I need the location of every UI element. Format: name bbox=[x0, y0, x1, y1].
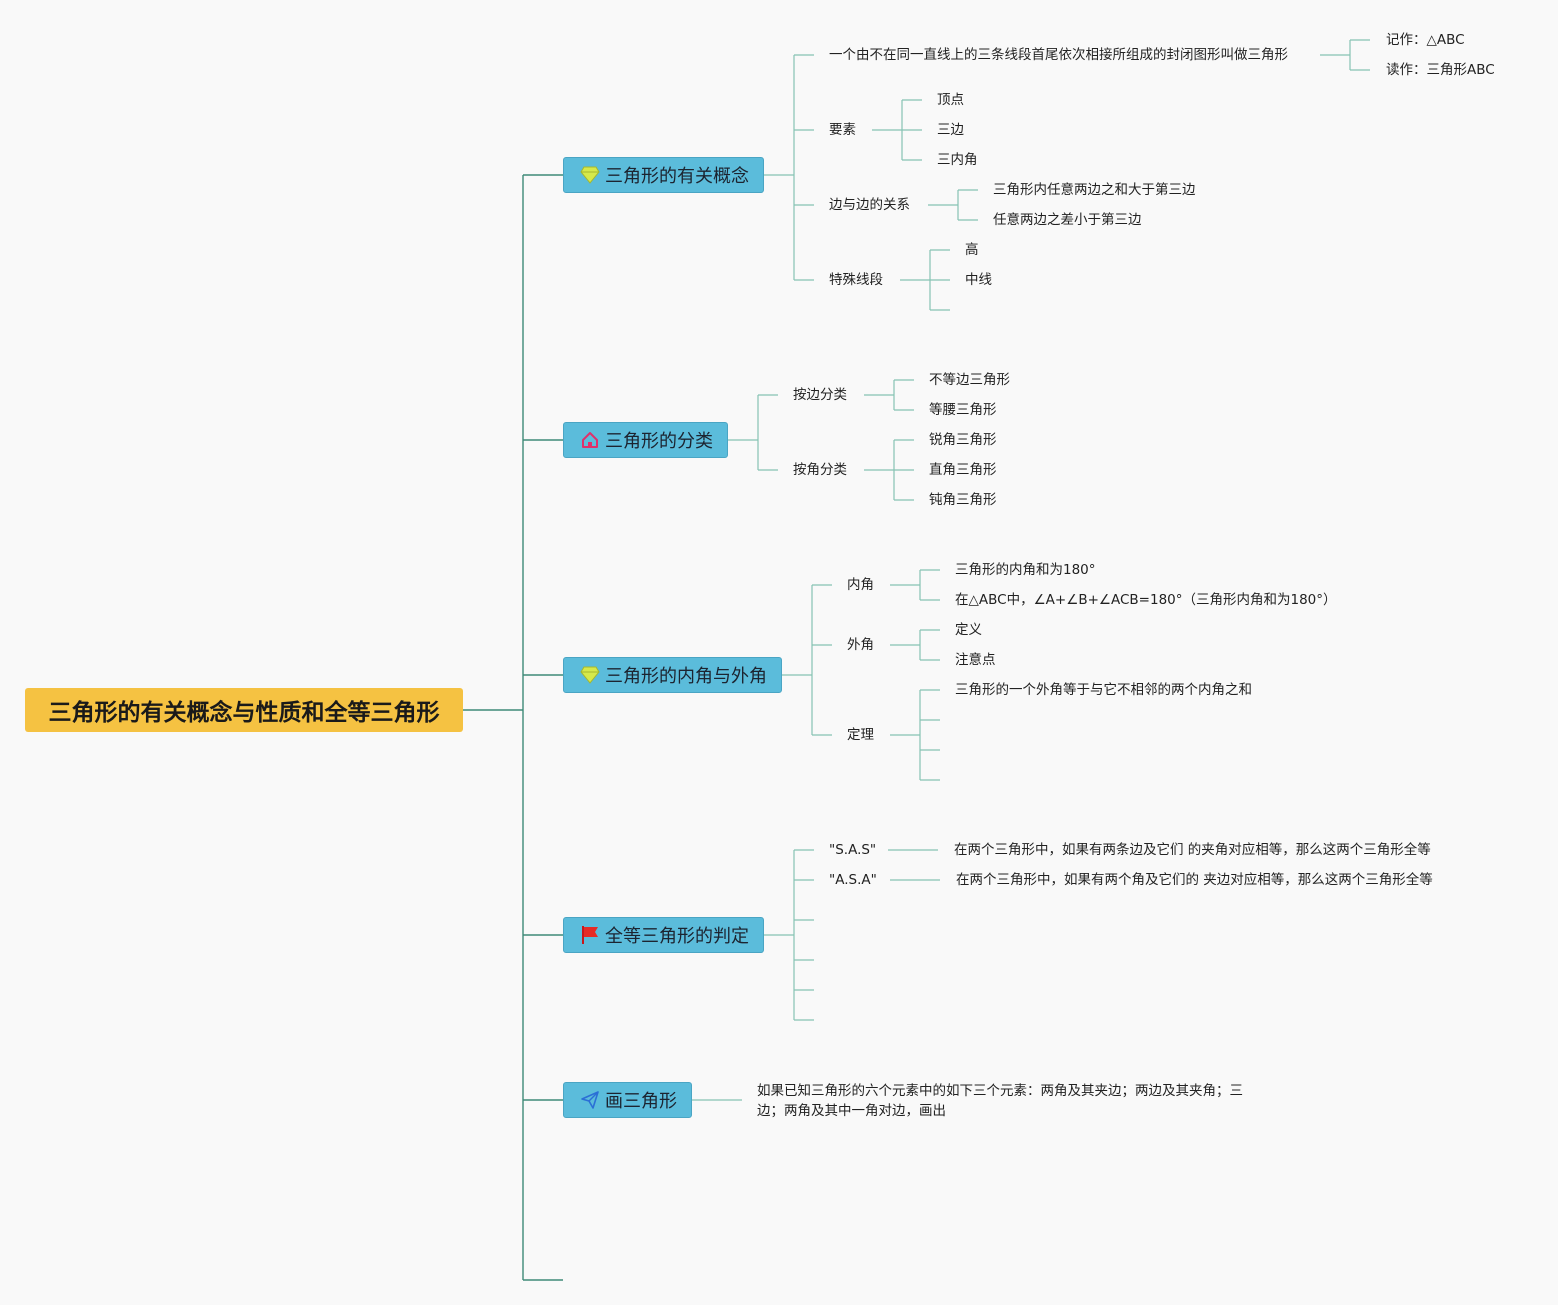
sides-relation-item[interactable]: 任意两边之差小于第三边 bbox=[993, 212, 1142, 228]
by-angles-item[interactable]: 直角三角形 bbox=[929, 462, 997, 478]
topic-label: 三角形的有关概念 bbox=[605, 166, 749, 187]
element-item[interactable]: 顶点 bbox=[937, 92, 964, 108]
special-segment-item[interactable]: 中线 bbox=[965, 272, 992, 288]
sas-description[interactable]: 在两个三角形中，如果有两条边及它们 的夹角对应相等，那么这两个三角形全等 bbox=[954, 842, 1431, 858]
topic-draw-triangle[interactable]: 画三角形 bbox=[563, 1082, 692, 1118]
interior-angle-item[interactable]: 三角形的内角和为180° bbox=[955, 562, 1096, 578]
asa-description[interactable]: 在两个三角形中，如果有两个角及它们的 夹边对应相等，那么这两个三角形全等 bbox=[956, 872, 1433, 888]
paper-plane-icon bbox=[580, 1090, 600, 1110]
notation-text[interactable]: 记作：△ABC bbox=[1386, 32, 1465, 48]
sides-relation-node[interactable]: 边与边的关系 bbox=[829, 197, 910, 213]
by-angles-node[interactable]: 按角分类 bbox=[793, 462, 847, 478]
flag-icon bbox=[580, 925, 600, 945]
theorem-item[interactable]: 三角形的一个外角等于与它不相邻的两个内角之和 bbox=[955, 682, 1252, 698]
draw-triangle-description[interactable]: 如果已知三角形的六个元素中的如下三个元素：两角及其夹边；两边及其夹角；三边；两角… bbox=[757, 1083, 1243, 1119]
topic-label: 三角形的分类 bbox=[605, 431, 713, 452]
sas-node[interactable]: "S.A.S" bbox=[829, 842, 877, 858]
topic-label: 全等三角形的判定 bbox=[605, 926, 749, 947]
theorem-node[interactable]: 定理 bbox=[847, 727, 874, 743]
asa-node[interactable]: "A.S.A" bbox=[829, 872, 877, 888]
special-segment-item[interactable]: 高 bbox=[965, 242, 979, 258]
interior-angle-node[interactable]: 内角 bbox=[847, 577, 874, 593]
topic-interior-exterior-angles[interactable]: 三角形的内角与外角 bbox=[563, 657, 782, 693]
by-sides-item[interactable]: 不等边三角形 bbox=[929, 372, 1010, 388]
topic-triangle-classification[interactable]: 三角形的分类 bbox=[563, 422, 728, 458]
exterior-angle-node[interactable]: 外角 bbox=[847, 637, 874, 653]
element-item[interactable]: 三边 bbox=[937, 122, 964, 138]
topic-triangle-concepts[interactable]: 三角形的有关概念 bbox=[563, 157, 764, 193]
exterior-angle-item[interactable]: 定义 bbox=[955, 622, 982, 638]
reading-text[interactable]: 读作：三角形ABC bbox=[1386, 62, 1495, 78]
central-topic[interactable]: 三角形的有关概念与性质和全等三角形 bbox=[25, 688, 463, 732]
central-topic-label: 三角形的有关概念与性质和全等三角形 bbox=[48, 700, 440, 726]
by-angles-item[interactable]: 钝角三角形 bbox=[929, 492, 997, 508]
by-sides-item[interactable]: 等腰三角形 bbox=[929, 402, 997, 418]
by-sides-node[interactable]: 按边分类 bbox=[793, 387, 847, 403]
home-icon bbox=[580, 430, 600, 450]
definition-text[interactable]: 一个由不在同一直线上的三条线段首尾依次相接所组成的封闭图形叫做三角形 bbox=[829, 47, 1288, 63]
special-segments-node[interactable]: 特殊线段 bbox=[829, 272, 883, 288]
interior-angle-item[interactable]: 在△ABC中，∠A+∠B+∠ACB=180°（三角形内角和为180°） bbox=[955, 592, 1337, 608]
sides-relation-item[interactable]: 三角形内任意两边之和大于第三边 bbox=[993, 182, 1196, 198]
topic-label: 画三角形 bbox=[605, 1091, 677, 1112]
exterior-angle-item[interactable]: 注意点 bbox=[955, 652, 996, 668]
elements-node[interactable]: 要素 bbox=[829, 122, 856, 138]
topic-label: 三角形的内角与外角 bbox=[605, 666, 767, 687]
diamond-icon bbox=[580, 165, 600, 185]
element-item[interactable]: 三内角 bbox=[937, 152, 978, 168]
diamond-icon bbox=[580, 665, 600, 685]
topic-congruence-criteria[interactable]: 全等三角形的判定 bbox=[563, 917, 764, 953]
by-angles-item[interactable]: 锐角三角形 bbox=[929, 432, 997, 448]
